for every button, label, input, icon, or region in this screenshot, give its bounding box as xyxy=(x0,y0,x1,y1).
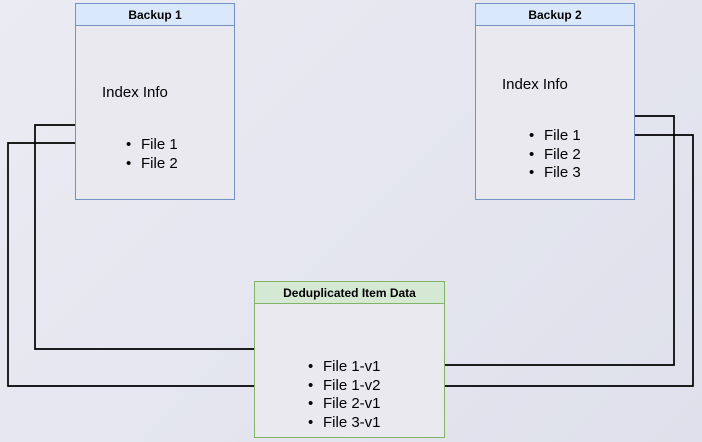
list-item: File 2-v1 xyxy=(308,395,381,414)
node-deduplicated-item-data: Deduplicated Item Data File 1-v1 File 1-… xyxy=(254,281,445,438)
list-item: File 1-v2 xyxy=(308,377,381,396)
list-item: File 1 xyxy=(529,127,581,146)
backup2-header: Backup 2 xyxy=(476,4,634,26)
backup2-file-list: File 1 File 2 File 3 xyxy=(529,127,581,183)
dedup-body: File 1-v1 File 1-v2 File 2-v1 File 3-v1 xyxy=(255,304,444,437)
node-backup1: Backup 1 Index Info File 1 File 2 xyxy=(75,3,235,200)
dedup-title: Deduplicated Item Data xyxy=(283,285,416,300)
list-item: File 1 xyxy=(126,136,178,155)
backup2-index-info-label: Index Info xyxy=(502,76,568,93)
backup1-index-info-label: Index Info xyxy=(102,84,168,101)
backup1-header: Backup 1 xyxy=(76,4,234,26)
backup1-title: Backup 1 xyxy=(128,7,182,22)
dedup-header: Deduplicated Item Data xyxy=(255,282,444,304)
dedup-item-list: File 1-v1 File 1-v2 File 2-v1 File 3-v1 xyxy=(308,358,381,432)
backup1-body: Index Info File 1 File 2 xyxy=(76,26,234,199)
list-item: File 1-v1 xyxy=(308,358,381,377)
list-item: File 3 xyxy=(529,164,581,183)
list-item: File 3-v1 xyxy=(308,414,381,433)
node-backup2: Backup 2 Index Info File 1 File 2 File 3 xyxy=(475,3,635,200)
backup2-body: Index Info File 1 File 2 File 3 xyxy=(476,26,634,199)
list-item: File 2 xyxy=(529,146,581,165)
backup1-file-list: File 1 File 2 xyxy=(126,136,178,173)
backup2-title: Backup 2 xyxy=(528,7,582,22)
list-item: File 2 xyxy=(126,155,178,174)
